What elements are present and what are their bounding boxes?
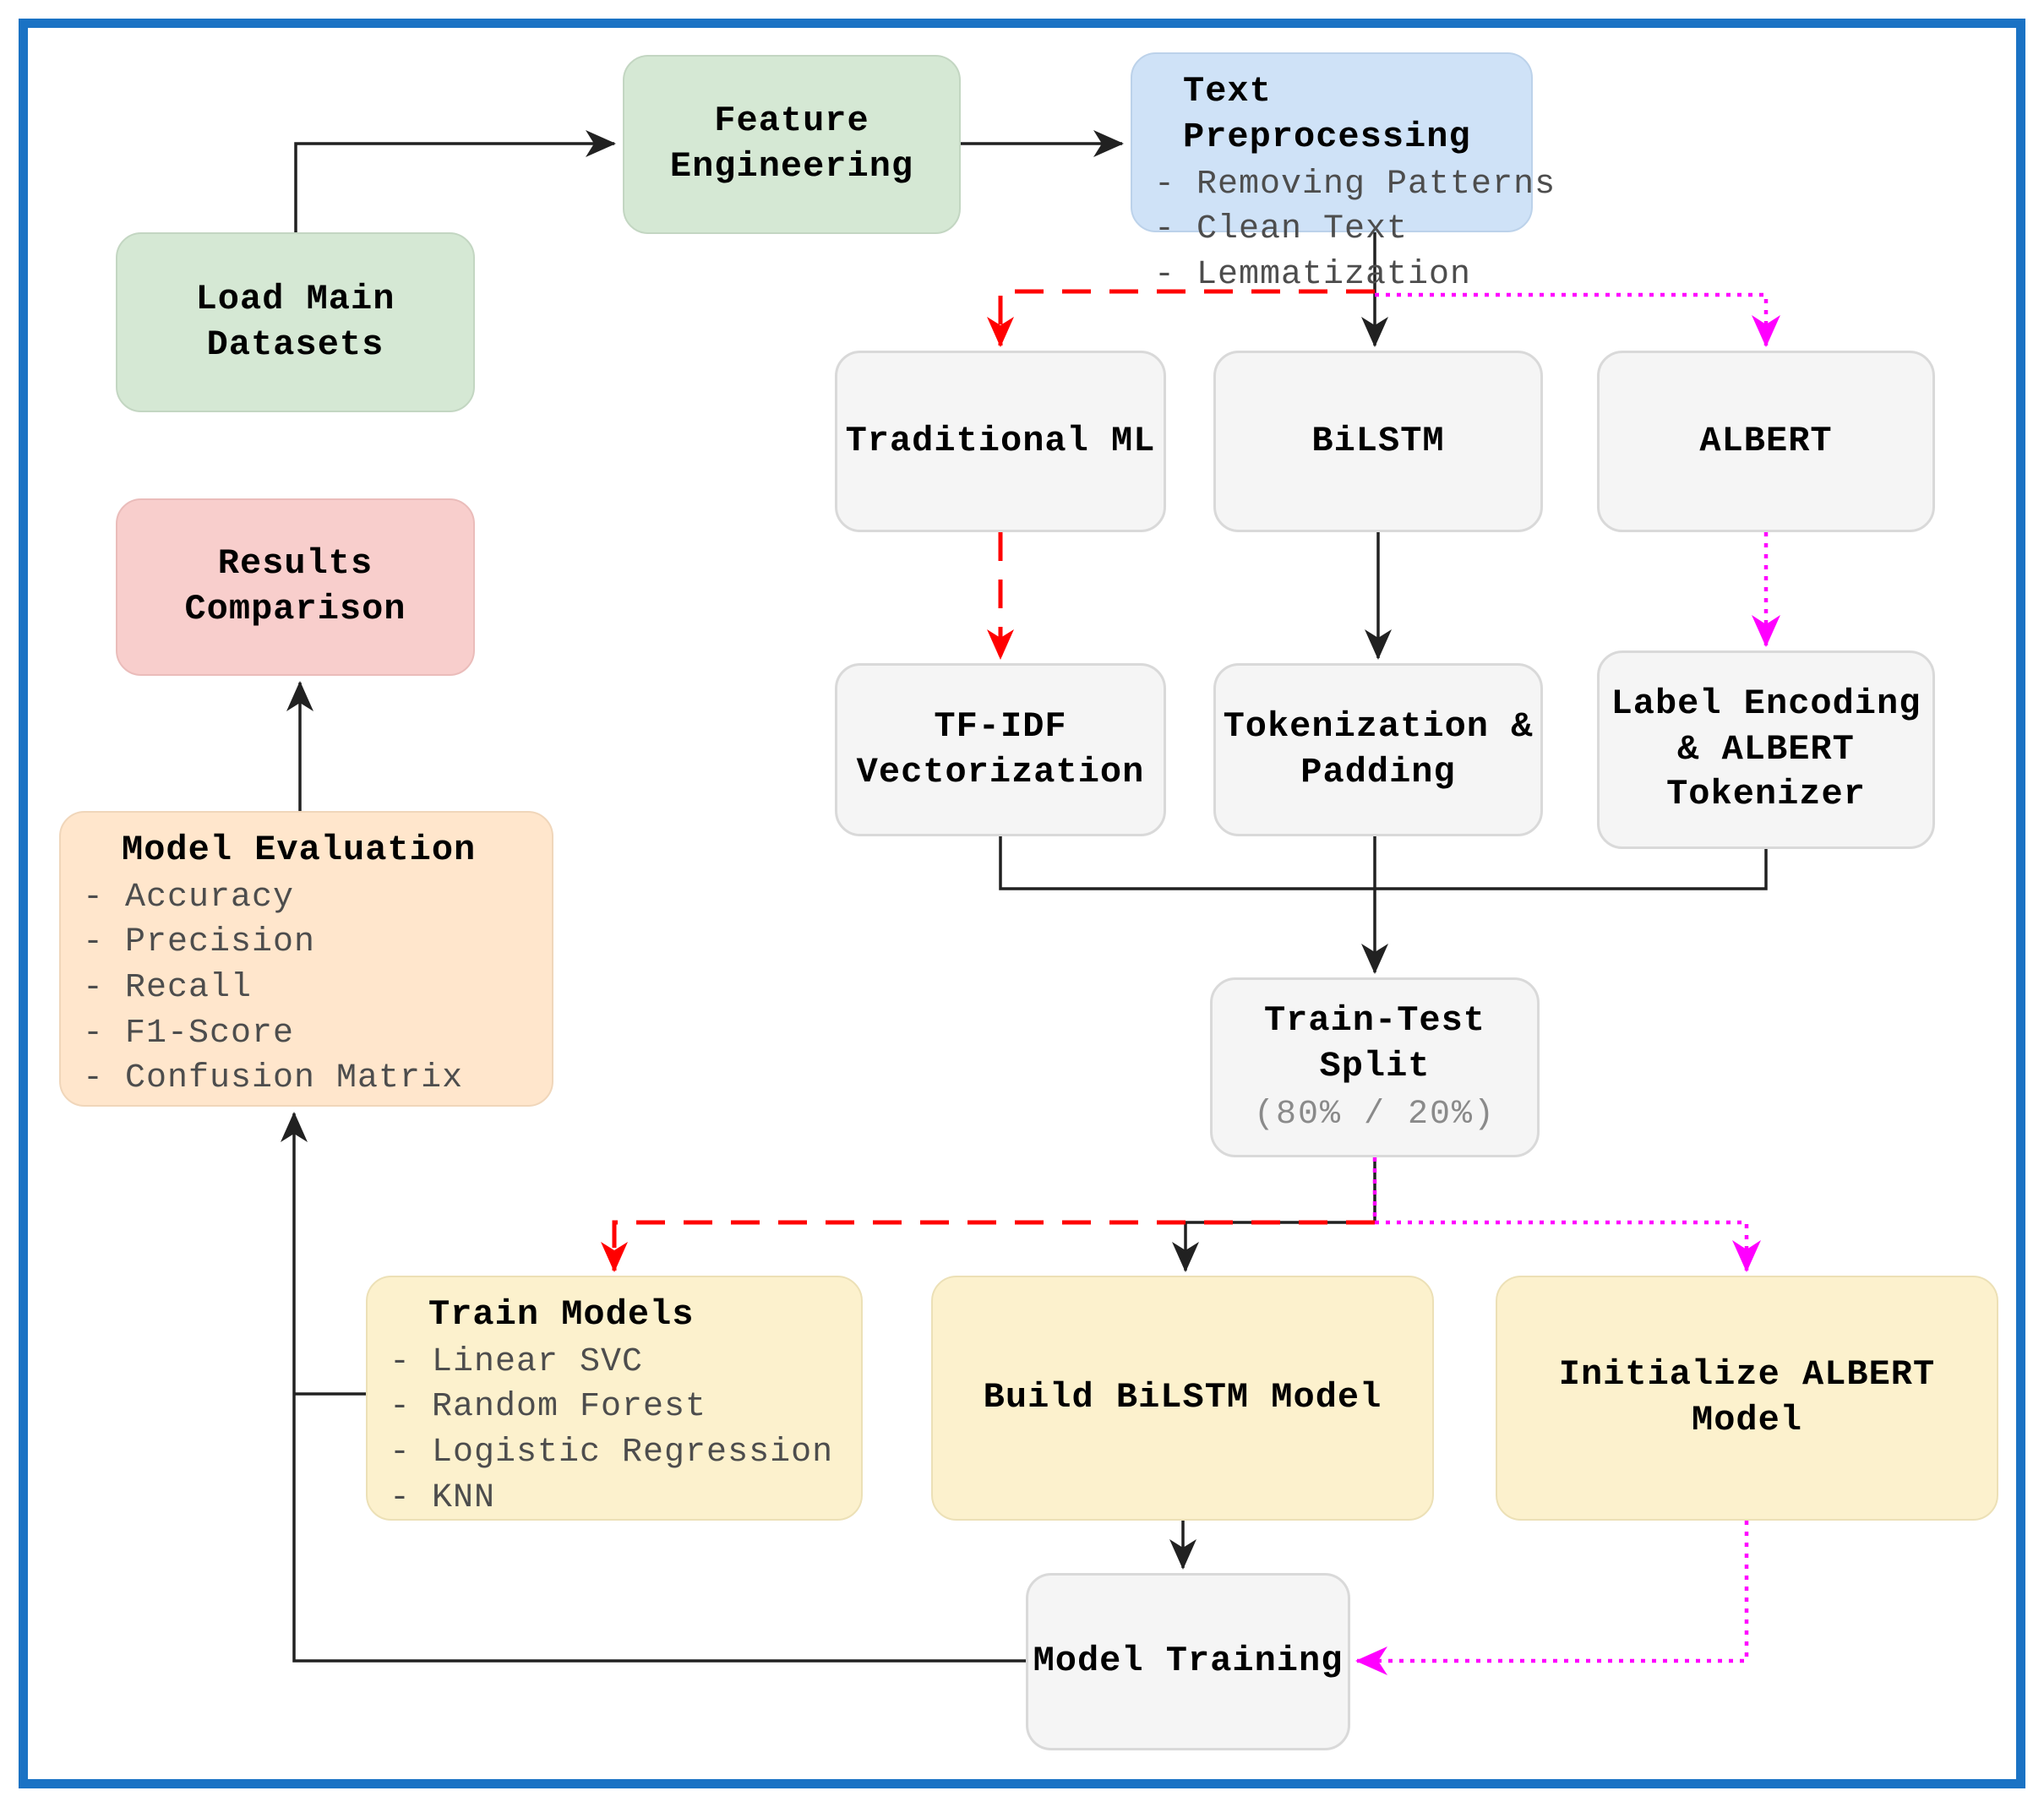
- node-label: ALBERT: [1699, 420, 1833, 461]
- list-item: - KNN: [390, 1478, 496, 1517]
- node-albert: ALBERT: [1597, 351, 1935, 532]
- node-item-list: - Accuracy - Precision - Recall - F1-Sco…: [83, 875, 530, 1102]
- node-item-list: - Removing Patterns - Clean Text - Lemma…: [1154, 162, 1556, 298]
- edge-split-to-trainmodels: [601, 1220, 1375, 1272]
- node-label: TF-IDF Vectorization: [856, 705, 1145, 792]
- magenta-dotted-edges: [1355, 292, 1780, 1675]
- edge-training-feedback: [281, 1112, 1026, 1663]
- node-label: Initialize ALBERT Model: [1558, 1354, 1936, 1440]
- node-load-main-datasets: Load Main Datasets: [116, 232, 475, 412]
- node-label: Model Training: [1033, 1641, 1344, 1682]
- outer-frame: [19, 19, 2025, 1788]
- edge-labelenc-merge: [1375, 849, 1768, 890]
- node-tokenization-padding: Tokenization & Padding: [1213, 663, 1543, 836]
- list-item: - Lemmatization: [1154, 255, 1472, 294]
- list-item: - Accuracy: [83, 878, 295, 917]
- red-dashed-edges: [601, 289, 1375, 1272]
- node-label: Results Comparison: [184, 543, 406, 629]
- node-label: Train-Test Split: [1263, 1000, 1486, 1086]
- node-label: Text Preprocessing: [1183, 71, 1471, 157]
- node-results-comparison: Results Comparison: [116, 498, 475, 676]
- node-label: Load Main Datasets: [195, 278, 395, 365]
- node-traditional-ml: Traditional ML: [835, 351, 1166, 532]
- node-tfidf-vectorization: TF-IDF Vectorization: [835, 663, 1166, 836]
- node-text-preprocessing: Text Preprocessing - Removing Patterns -…: [1131, 52, 1555, 294]
- edge-load-to-feature: [294, 130, 616, 232]
- node-model-training: Model Training: [1026, 1573, 1350, 1750]
- edge-split-to-initalbert: [1375, 1220, 1761, 1272]
- edge-split-to-buildbilstm: [1172, 1221, 1375, 1272]
- list-item: - Random Forest: [390, 1388, 707, 1427]
- node-label: Traditional ML: [845, 420, 1156, 461]
- node-train-test-split: Train-Test Split (80% / 20%): [1210, 977, 1540, 1157]
- edge-initalbert-to-training: [1355, 1521, 1749, 1675]
- list-item: - Confusion Matrix: [83, 1059, 464, 1098]
- node-label: Label Encoding & ALBERT Tokenizer: [1611, 683, 1921, 815]
- node-feature-engineering: Feature Engineering: [623, 55, 961, 234]
- list-item: - Linear SVC: [390, 1342, 644, 1381]
- list-item: - Logistic Regression: [390, 1433, 834, 1472]
- black-edges: [281, 130, 1768, 1663]
- edge-textpre-to-traditional: [987, 289, 1375, 347]
- node-model-evaluation: Model Evaluation - Accuracy - Precision …: [59, 811, 553, 1107]
- node-label: BiLSTM: [1311, 420, 1445, 461]
- list-item: - Recall: [83, 968, 253, 1007]
- node-bilstm: BiLSTM: [1213, 351, 1543, 532]
- node-label: Train Models: [428, 1294, 695, 1335]
- split-ratio-label: (80% / 20%): [1253, 1095, 1496, 1134]
- node-label: Build BiLSTM Model: [983, 1377, 1382, 1418]
- node-item-list: - Linear SVC - Random Forest - Logistic …: [390, 1340, 839, 1521]
- list-item: - Removing Patterns: [1154, 165, 1556, 204]
- list-item: - Precision: [83, 923, 316, 962]
- node-label: Feature Engineering: [669, 101, 914, 187]
- list-item: - F1-Score: [83, 1014, 295, 1053]
- edge-textpre-to-albert: [1375, 292, 1780, 347]
- node-initialize-albert-model: Initialize ALBERT Model: [1496, 1276, 1998, 1521]
- list-item: - Clean Text: [1154, 210, 1409, 249]
- edge-tfidf-merge: [999, 836, 1375, 890]
- node-build-bilstm-model: Build BiLSTM Model: [931, 1276, 1434, 1521]
- node-label-encoding-tokenizer: Label Encoding & ALBERT Tokenizer: [1597, 650, 1935, 849]
- node-label: Tokenization & Padding: [1223, 705, 1534, 792]
- node-train-models: Train Models - Linear SVC - Random Fores…: [366, 1276, 863, 1521]
- node-label: Model Evaluation: [122, 830, 477, 870]
